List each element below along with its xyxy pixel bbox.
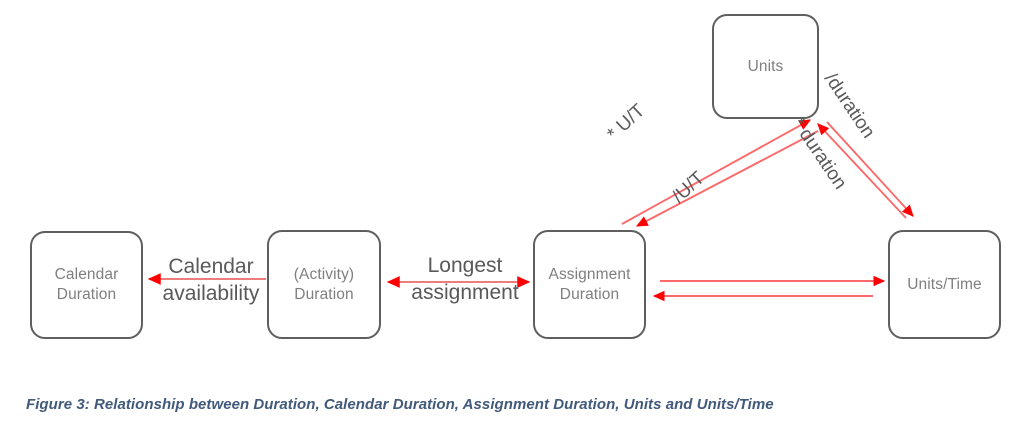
edge-label-calendar-availability: Calendar availability [162, 255, 260, 306]
node-activity-duration-label: (Activity) Duration [293, 265, 355, 303]
node-units-label: Units [747, 57, 784, 75]
arrow-unitstime-to-units [817, 123, 907, 219]
node-assignment-duration[interactable]: Assignment Duration [533, 230, 646, 339]
node-units[interactable]: Units [712, 14, 819, 119]
node-calendar-duration[interactable]: Calendar Duration [30, 231, 143, 339]
node-assignment-duration-label: Assignment Duration [548, 265, 631, 303]
arrow-layer [147, 119, 914, 302]
arrow-units-to-unitstime [826, 121, 914, 217]
node-units-time[interactable]: Units/Time [888, 230, 1001, 339]
node-activity-duration[interactable]: (Activity) Duration [267, 230, 381, 339]
node-calendar-duration-label: Calendar Duration [54, 266, 119, 303]
edge-label-longest-assignment: Longest assignment [411, 254, 519, 305]
figure-caption: Figure 3: Relationship between Duration,… [26, 396, 774, 413]
arrow-units-to-assignment [635, 130, 819, 227]
arrow-assignment-to-units [621, 119, 811, 225]
node-units-time-label: Units/Time [907, 275, 982, 293]
diagram-canvas: Calendar Duration (Activity) Duration As… [30, 14, 1001, 339]
